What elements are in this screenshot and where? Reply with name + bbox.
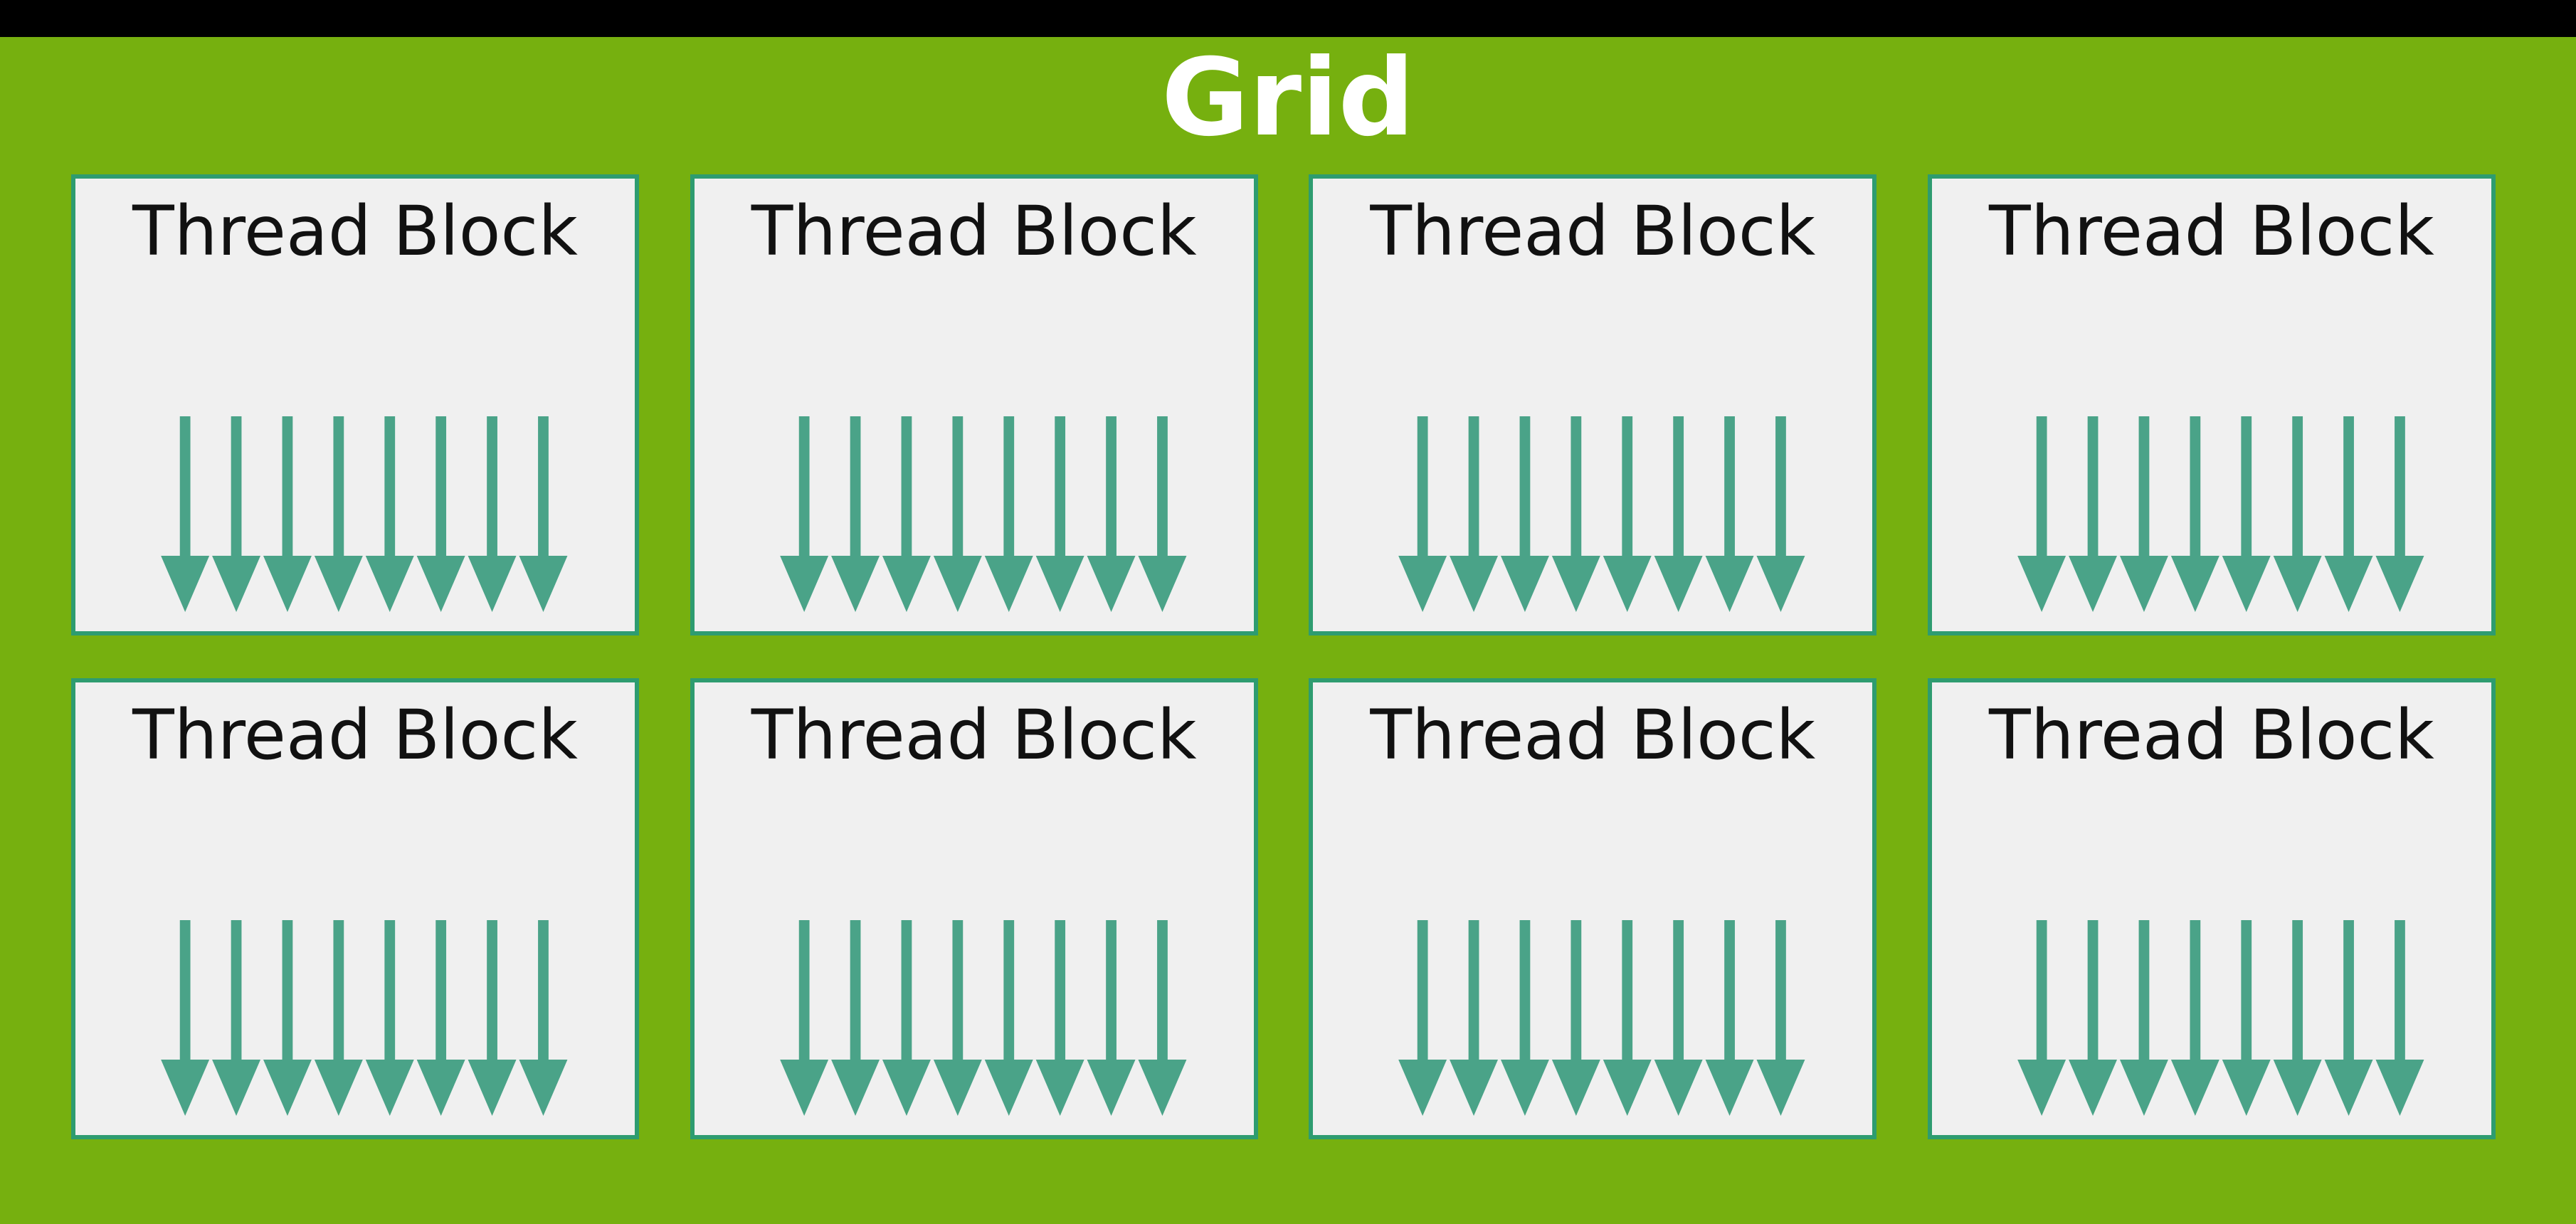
- thread-block-label: Thread Block: [132, 191, 578, 271]
- thread-arrow-down-icon: [2375, 920, 2424, 1116]
- thread-arrow-down-icon: [2273, 416, 2322, 612]
- thread-arrow-down-icon: [2170, 920, 2219, 1116]
- letterbox-top-bar: [0, 0, 2576, 37]
- thread-arrow-down-icon: [212, 416, 261, 612]
- thread-arrow-down-icon: [1450, 416, 1499, 612]
- thread-block-label: Thread Block: [132, 695, 578, 775]
- thread-arrow-down-icon: [468, 416, 517, 612]
- thread-block-card[interactable]: Thread Block: [71, 174, 639, 635]
- grid-title: Grid: [1161, 36, 1415, 160]
- thread-arrow-down-icon: [1138, 920, 1187, 1116]
- thread-arrow-down-icon: [2069, 920, 2117, 1116]
- thread-arrow-down-icon: [2222, 416, 2271, 612]
- thread-block-card[interactable]: Thread Block: [1927, 174, 2496, 635]
- thread-arrow-down-icon: [2017, 416, 2066, 612]
- thread-arrow-down-icon: [1087, 416, 1136, 612]
- thread-arrow-down-icon: [1654, 416, 1703, 612]
- thread-arrow-down-icon: [365, 920, 414, 1116]
- thread-arrow-down-icon: [314, 920, 363, 1116]
- thread-arrow-down-icon: [1603, 416, 1652, 612]
- thread-arrow-group: [695, 920, 1254, 1119]
- thread-arrow-down-icon: [1756, 920, 1805, 1116]
- thread-arrow-down-icon: [1552, 920, 1601, 1116]
- thread-arrow-down-icon: [882, 920, 931, 1116]
- thread-arrow-down-icon: [882, 416, 931, 612]
- grid-panel: Grid Thread Block: [0, 37, 2576, 1224]
- thread-arrow-group: [75, 920, 635, 1119]
- thread-arrow-down-icon: [1552, 416, 1601, 612]
- thread-arrow-down-icon: [2273, 920, 2322, 1116]
- thread-block-label: Thread Block: [1989, 695, 2434, 775]
- thread-arrow-down-icon: [984, 416, 1033, 612]
- thread-arrow-down-icon: [161, 416, 210, 612]
- thread-block-card[interactable]: Thread Block: [1309, 678, 1877, 1139]
- thread-arrow-down-icon: [263, 920, 312, 1116]
- thread-arrow-down-icon: [933, 920, 982, 1116]
- thread-arrow-down-icon: [1501, 416, 1550, 612]
- thread-arrow-group: [75, 416, 635, 616]
- thread-arrow-down-icon: [2375, 416, 2424, 612]
- thread-arrow-down-icon: [1501, 920, 1550, 1116]
- thread-arrow-down-icon: [1087, 920, 1136, 1116]
- thread-arrow-down-icon: [2324, 920, 2373, 1116]
- thread-arrow-group: [1313, 416, 1872, 616]
- thread-arrow-down-icon: [416, 416, 465, 612]
- thread-arrow-down-icon: [779, 920, 828, 1116]
- thread-arrow-down-icon: [933, 416, 982, 612]
- thread-arrow-down-icon: [1705, 920, 1754, 1116]
- thread-arrow-down-icon: [365, 416, 414, 612]
- thread-arrow-down-icon: [1603, 920, 1652, 1116]
- thread-arrow-group: [1313, 920, 1872, 1119]
- thread-arrow-group: [1932, 416, 2491, 616]
- thread-block-label: Thread Block: [751, 695, 1197, 775]
- thread-arrow-down-icon: [416, 920, 465, 1116]
- thread-block-card[interactable]: Thread Block: [690, 678, 1258, 1139]
- thread-arrow-down-icon: [1398, 920, 1447, 1116]
- thread-arrow-down-icon: [2119, 416, 2168, 612]
- thread-arrow-group: [695, 416, 1254, 616]
- thread-block-card[interactable]: Thread Block: [1309, 174, 1877, 635]
- thread-arrow-group: [1932, 920, 2491, 1119]
- thread-arrow-down-icon: [519, 920, 568, 1116]
- thread-arrow-down-icon: [2069, 416, 2117, 612]
- thread-block-label: Thread Block: [751, 191, 1197, 271]
- thread-arrow-down-icon: [830, 416, 880, 612]
- thread-block-label: Thread Block: [1370, 695, 1816, 775]
- thread-block-card[interactable]: Thread Block: [71, 678, 639, 1139]
- thread-arrow-down-icon: [263, 416, 312, 612]
- thread-block-card[interactable]: Thread Block: [1927, 678, 2496, 1139]
- thread-arrow-down-icon: [314, 416, 363, 612]
- thread-arrow-down-icon: [2222, 920, 2271, 1116]
- thread-block-label: Thread Block: [1370, 191, 1816, 271]
- thread-arrow-down-icon: [2170, 416, 2219, 612]
- thread-arrow-down-icon: [1756, 416, 1805, 612]
- thread-arrow-down-icon: [1450, 920, 1499, 1116]
- thread-arrow-down-icon: [1398, 416, 1447, 612]
- thread-arrow-down-icon: [984, 920, 1033, 1116]
- thread-arrow-down-icon: [1035, 416, 1084, 612]
- thread-arrow-down-icon: [830, 920, 880, 1116]
- thread-arrow-down-icon: [212, 920, 261, 1116]
- thread-arrow-down-icon: [2324, 416, 2373, 612]
- thread-arrow-down-icon: [1654, 920, 1703, 1116]
- thread-block-row-1: Thread Block: [71, 174, 2496, 635]
- thread-arrow-down-icon: [779, 416, 828, 612]
- thread-block-row-2: Thread Block: [71, 678, 2496, 1139]
- thread-block-label: Thread Block: [1989, 191, 2434, 271]
- thread-arrow-down-icon: [161, 920, 210, 1116]
- thread-arrow-down-icon: [519, 416, 568, 612]
- thread-block-card[interactable]: Thread Block: [690, 174, 1258, 635]
- thread-arrow-down-icon: [2119, 920, 2168, 1116]
- thread-arrow-down-icon: [1705, 416, 1754, 612]
- thread-arrow-down-icon: [1138, 416, 1187, 612]
- thread-arrow-down-icon: [468, 920, 517, 1116]
- thread-arrow-down-icon: [2017, 920, 2066, 1116]
- thread-arrow-down-icon: [1035, 920, 1084, 1116]
